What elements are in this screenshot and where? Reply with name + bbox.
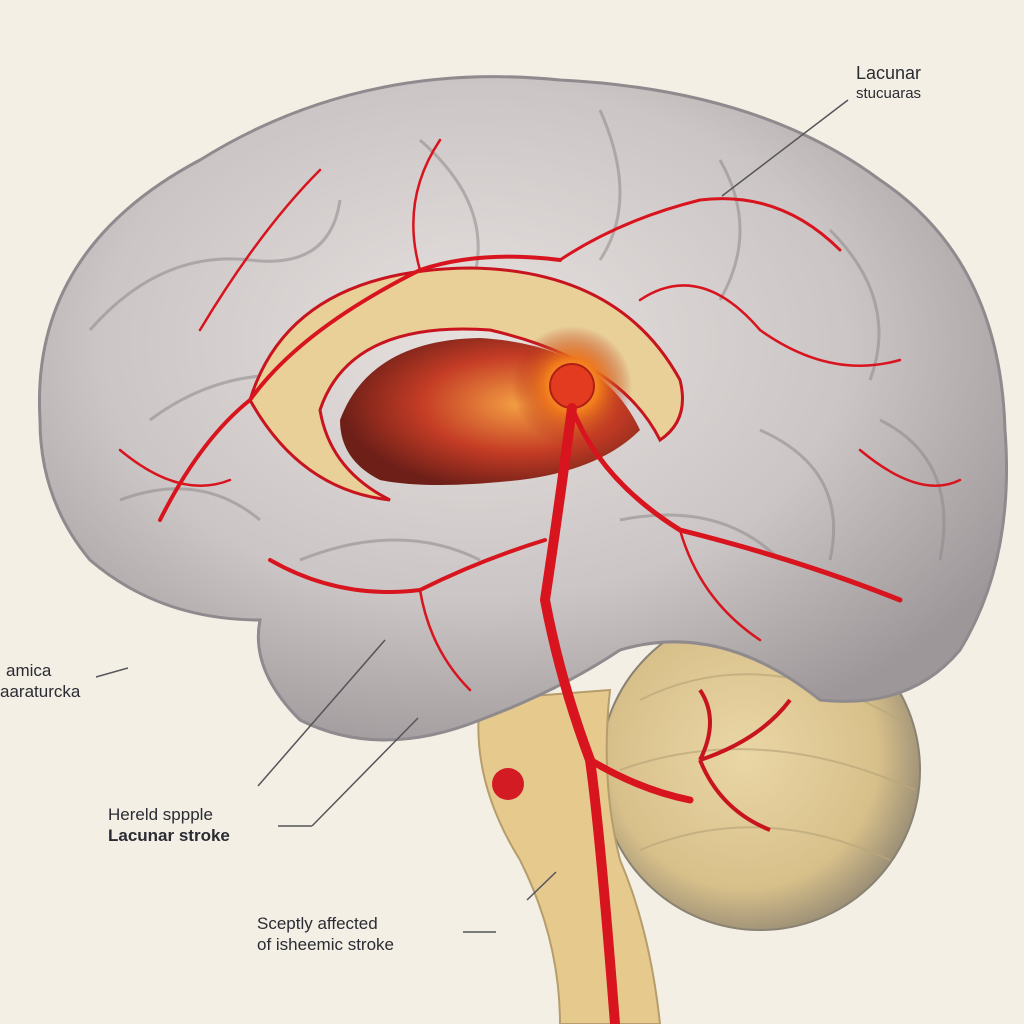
label-bottom-line2: of isheemic stroke	[257, 935, 394, 955]
leader-line-top-right	[721, 99, 849, 197]
label-middle: Hereld sppple Lacunar stroke	[108, 804, 230, 847]
leader-lines	[95, 99, 849, 933]
label-left-line2: aaraturcka	[0, 682, 81, 702]
label-bottom-line1: Sceptly affected	[257, 914, 378, 933]
leader-line-left	[95, 667, 129, 678]
label-top-right-line1: Lacunar	[856, 63, 922, 83]
lacunar-lesion	[512, 326, 632, 446]
leader-line-bottom	[526, 871, 557, 901]
leader-line-middle-2	[257, 639, 386, 787]
brainstem	[477, 688, 662, 1024]
arteries	[118, 138, 962, 1024]
label-top-right: Lacunar stucuaras	[856, 62, 921, 103]
label-middle-line2: Lacunar stroke	[108, 826, 230, 846]
label-left-line1: amica	[6, 661, 52, 680]
leader-line-middle	[311, 717, 419, 827]
label-bottom: Sceptly affected of isheemic stroke	[257, 913, 394, 956]
label-left: amica aaraturcka	[0, 660, 80, 703]
label-top-right-line2: stucuaras	[856, 84, 922, 102]
label-middle-line1: Hereld sppple	[108, 805, 213, 824]
